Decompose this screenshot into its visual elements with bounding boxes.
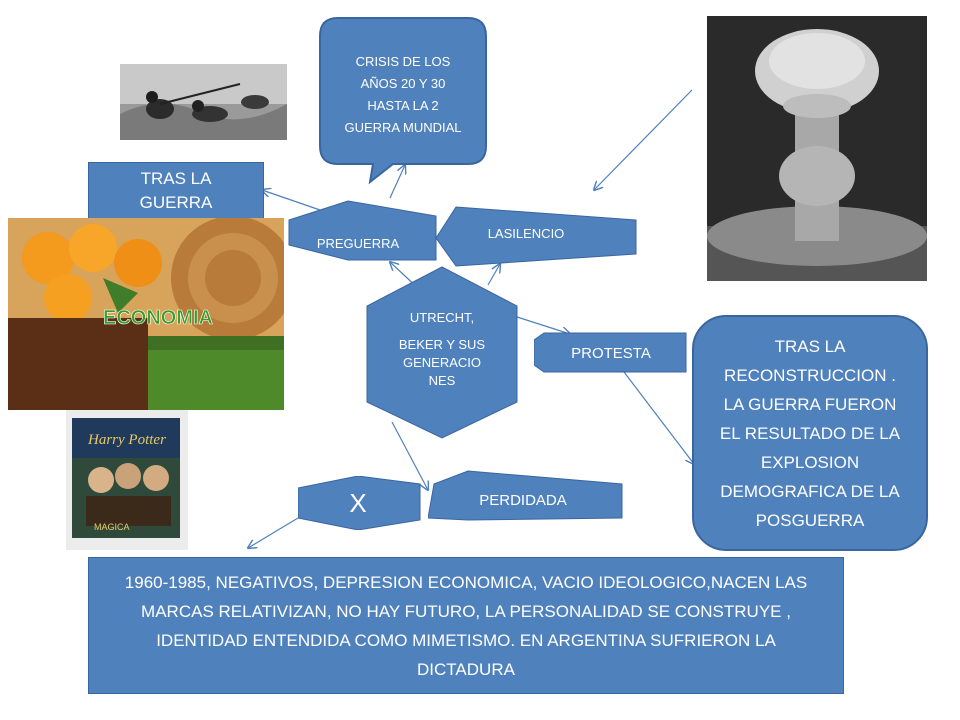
- economia-image: ECONOMIA: [8, 218, 284, 410]
- center-line-2: BEKER Y SUS GENERACIO NES: [398, 337, 486, 388]
- x-shape: [298, 476, 421, 530]
- mushroom-cloud-image: [707, 16, 927, 281]
- arrow-preguerra-to-tras-la-guerra: [262, 190, 321, 211]
- harry-potter-image: Harry Potter MAGICA: [66, 410, 188, 550]
- preguerra-node: PREGUERRA: [288, 200, 438, 262]
- tras-la-guerra-label: TRAS LA GUERRA: [139, 169, 213, 212]
- soldiers-image: [120, 64, 287, 140]
- lasilencio-label: LASILENCIO: [487, 225, 565, 241]
- mushroom-cloud-photo: [707, 16, 927, 281]
- protesta-label: PROTESTA: [571, 344, 651, 362]
- center-shape: [366, 266, 518, 439]
- bottom-summary-box: 1960-1985, NEGATIVOS, DEPRESION ECONOMIC…: [88, 557, 844, 694]
- callout-shape: [319, 17, 487, 185]
- tras-la-guerra-node: TRAS LA GUERRA: [88, 162, 264, 220]
- perdidada-shape: [428, 470, 623, 521]
- perdidada-node: PERDIDADA: [428, 470, 624, 522]
- perdidada-label: PERDIDADA: [479, 491, 567, 509]
- lasilencio-node: LASILENCIO: [436, 206, 638, 268]
- harry-potter-logo: Harry Potter: [87, 432, 166, 448]
- arrow-center-to-protesta: [513, 315, 570, 334]
- protesta-node: PROTESTA: [534, 332, 688, 374]
- arrow-bomb-image: [594, 89, 693, 190]
- reconstruccion-label: TRAS LA RECONSTRUCCION . LA GUERRA FUERO…: [719, 336, 901, 530]
- arrow-center-to-perdidada: [391, 421, 428, 490]
- bottom-summary-text: 1960-1985, NEGATIVOS, DEPRESION ECONOMIC…: [124, 572, 808, 679]
- soldiers-photo: [120, 64, 287, 140]
- arrow-center-to-lasilencio: [487, 264, 500, 286]
- lasilencio-shape: [436, 206, 637, 267]
- arrow-x-to-bottom: [248, 517, 299, 548]
- harry-potter-photo: Harry Potter MAGICA: [66, 410, 188, 550]
- center-line-1: UTRECHT,: [409, 310, 475, 325]
- preguerra-shape: [288, 200, 437, 261]
- crisis-callout-text: CRISIS DE LOS AÑOS 20 Y 30 HASTA LA 2 GU…: [344, 54, 462, 135]
- x-node: X: [298, 476, 422, 530]
- reconstruccion-node: TRAS LA RECONSTRUCCION . LA GUERRA FUERO…: [692, 315, 928, 551]
- protesta-shape: [534, 332, 687, 373]
- economia-label: ECONOMIA: [103, 307, 213, 329]
- harry-potter-small-label: MAGICA: [94, 522, 130, 532]
- x-label: X: [349, 487, 367, 518]
- crisis-callout: CRISIS DE LOS AÑOS 20 Y 30 HASTA LA 2 GU…: [318, 16, 488, 186]
- preguerra-label: PREGUERRA: [316, 235, 400, 251]
- center-node: UTRECHT, BEKER Y SUS GENERACIO NES: [366, 266, 518, 440]
- economia-photo: ECONOMIA: [8, 218, 284, 410]
- arrow-preguerra-to-crisis: [389, 165, 405, 199]
- arrow-protesta-to-reconstruccion: [623, 371, 694, 464]
